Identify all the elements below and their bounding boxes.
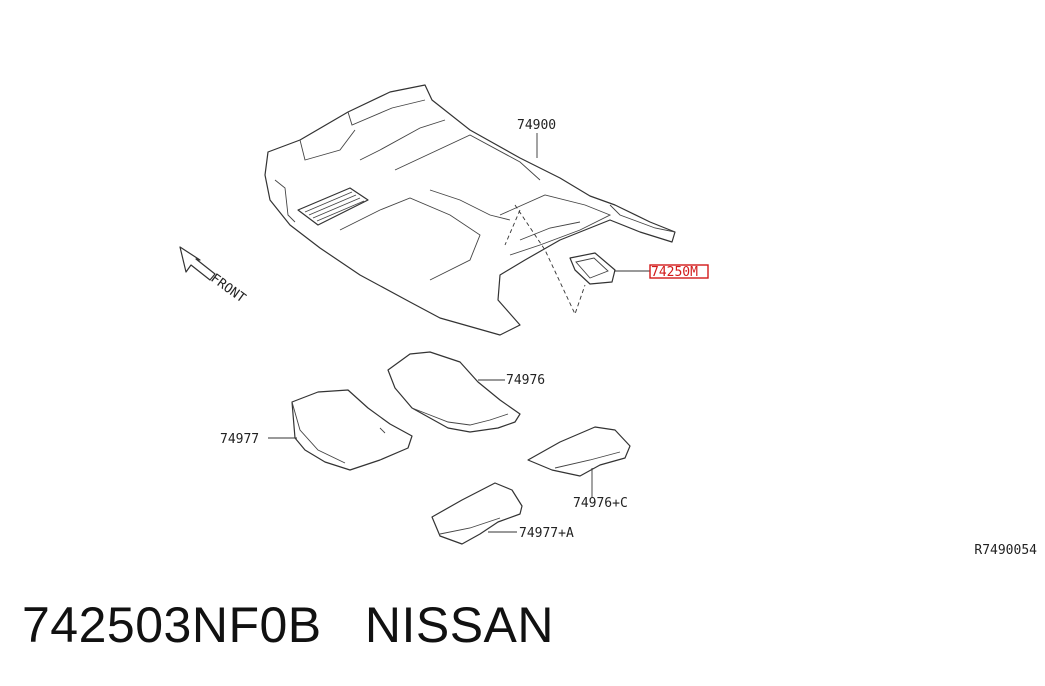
front-label: FRONT bbox=[208, 271, 249, 306]
mat-rear-right bbox=[527, 426, 631, 498]
part-number: 742503NF0B bbox=[22, 597, 322, 653]
callout-74977a: 74977+A bbox=[519, 526, 574, 541]
caption: 742503NF0B NISSAN bbox=[22, 596, 554, 654]
parts-diagram: 74900 74250M FRONT 74976 74977 74976+C bbox=[179, 84, 709, 545]
callout-74250m: 74250M bbox=[651, 265, 698, 280]
mat-front-left bbox=[268, 389, 413, 471]
callout-74977: 74977 bbox=[220, 432, 259, 447]
brand-name: NISSAN bbox=[364, 597, 555, 653]
callout-74976: 74976 bbox=[506, 373, 545, 388]
callout-74250m-box bbox=[649, 264, 709, 279]
mat-front-right bbox=[387, 351, 521, 433]
floor-carpet bbox=[264, 84, 676, 336]
highlighted-part bbox=[504, 204, 650, 316]
mat-rear-left bbox=[431, 482, 523, 545]
reference-code: R7490054 bbox=[974, 543, 1037, 558]
front-arrow-icon bbox=[179, 246, 216, 281]
callout-74976c: 74976+C bbox=[573, 496, 628, 511]
callout-74900: 74900 bbox=[517, 118, 556, 133]
